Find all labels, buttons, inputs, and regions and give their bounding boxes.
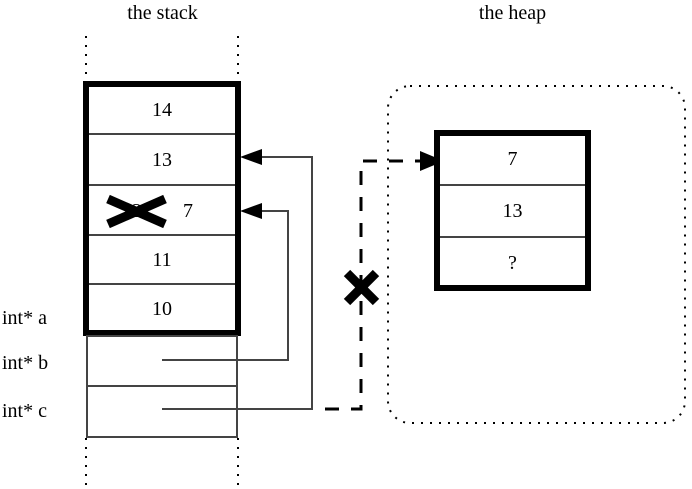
stack-value-box xyxy=(83,81,241,336)
heap-cell-value-0: 7 xyxy=(507,148,518,170)
variable-label-a: int* a xyxy=(2,307,47,329)
stack-cell-value-3: 11 xyxy=(152,249,172,271)
stack-dotted-extension-top xyxy=(85,36,239,83)
variable-label-b: int* b xyxy=(2,352,49,374)
arrow-c-to-heap-dashed xyxy=(325,151,444,411)
arrow-b-to-stack-cell xyxy=(162,203,289,361)
stack-pointer-slot-box xyxy=(86,335,238,438)
heap-region-boundary xyxy=(387,85,686,424)
stack-region-title: the stack xyxy=(127,2,198,24)
heap-block-box xyxy=(434,130,591,291)
cross-out-mark-stack-value xyxy=(106,194,167,229)
heap-cell-value-1: 13 xyxy=(502,200,523,222)
stack-cell-value-1: 13 xyxy=(152,149,172,171)
arrow-c-to-stack-cell xyxy=(162,149,313,410)
variable-label-c: int* c xyxy=(2,400,47,422)
heap-cell-value-2: ? xyxy=(508,252,517,274)
heap-region-title: the heap xyxy=(478,2,547,24)
stack-cell-value-2-replacement: 7 xyxy=(183,200,193,222)
stack-cell-value-4: 10 xyxy=(152,298,172,320)
stack-cell-value-0: 14 xyxy=(152,99,172,121)
cross-out-mark-heap-pointer xyxy=(343,269,380,306)
stack-dotted-extension-bottom xyxy=(85,438,239,489)
stack-cell-value-2-struck: 12 xyxy=(122,200,142,222)
